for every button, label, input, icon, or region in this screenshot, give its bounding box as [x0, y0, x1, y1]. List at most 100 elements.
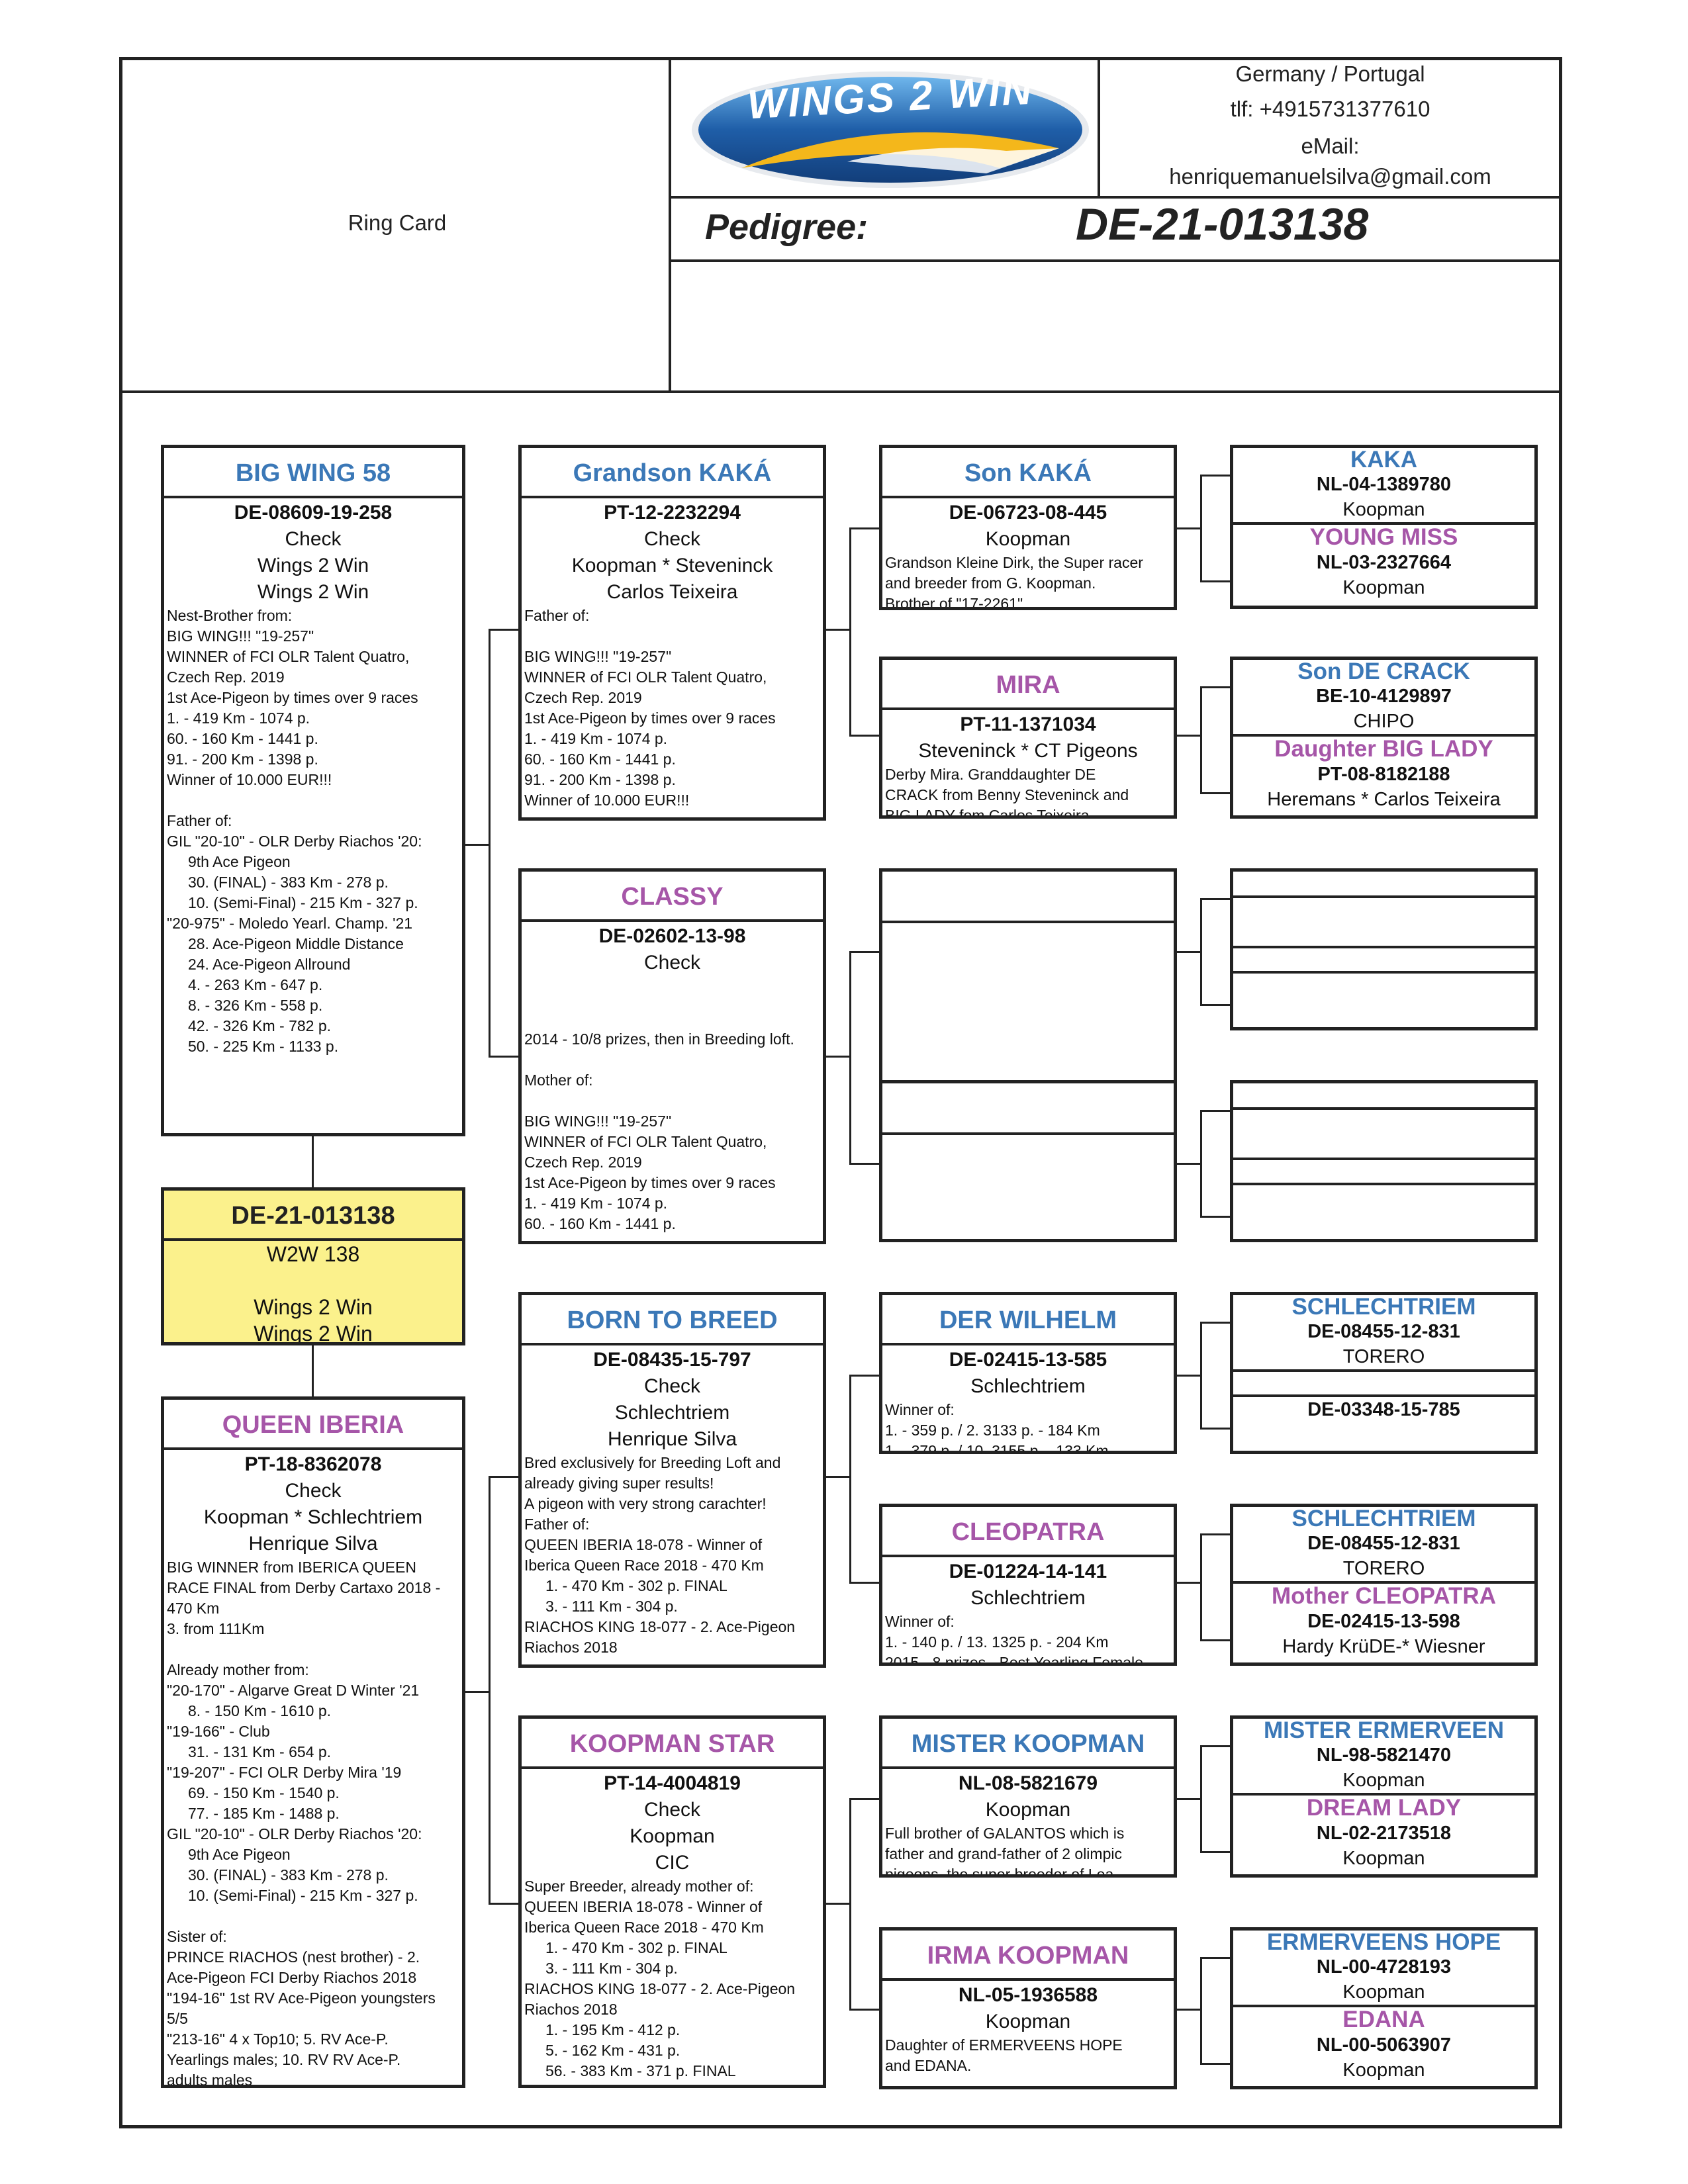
connector [1200, 1745, 1230, 1747]
pedigree-label: Pedigree: [705, 207, 868, 247]
dam-name: QUEEN IBERIA [164, 1400, 462, 1450]
gen5-ring: DE-03348-15-785 [1307, 1399, 1460, 1420]
connector [823, 1903, 849, 1905]
connector [849, 735, 879, 737]
dam-card[interactable]: QUEEN IBERIA PT-18-8362078 Check Koopman… [161, 1396, 465, 2088]
sire-sire-card[interactable]: Grandson KAKÁ PT-12-2232294 Check Koopma… [518, 445, 826, 821]
subject-ring: DE-21-013138 [164, 1191, 462, 1241]
gen5-owner: TORERO [1233, 1556, 1534, 1584]
sd-dam-card-empty[interactable] [879, 1080, 1177, 1242]
empty-row [1233, 898, 1534, 948]
header-divider-horizontal [670, 196, 1560, 199]
gen5-pair-8[interactable]: ERMERVEENS HOPE NL-00-4728193 Koopman ED… [1230, 1927, 1538, 2089]
ds-dam-name: CLEOPATRA [882, 1507, 1174, 1557]
dd-dam-ring: NL-05-1936588 [958, 1984, 1098, 2006]
sire-card[interactable]: BIG WING 58 DE-08609-19-258 Check Wings … [161, 445, 465, 1136]
ds-sire-card[interactable]: DER WILHELM DE-02415-13-585 Schlechtriem… [879, 1292, 1177, 1454]
dam-dam-card[interactable]: KOOPMAN STAR PT-14-4004819 Check Koopman… [518, 1715, 826, 2088]
sire-dam-card[interactable]: CLASSY DE-02602-13-98 Check 2014 - 10/8 … [518, 868, 826, 1244]
contact-email[interactable]: henriquemanuelsilva@gmail.com [1169, 164, 1491, 189]
gen5-pair-4-empty[interactable] [1230, 1080, 1538, 1242]
dam-sire-card[interactable]: BORN TO BREED DE-08435-15-797 Check Schl… [518, 1292, 826, 1668]
gen5-ring: NL-02-2173518 [1316, 1823, 1452, 1844]
ss-dam-card[interactable]: MIRA PT-11-1371034 Steveninck * CT Pigeo… [879, 657, 1177, 819]
sire-ring: DE-08609-19-258 [234, 502, 393, 523]
connector [1200, 1533, 1202, 1639]
subject-breeder: Wings 2 Win [254, 1295, 373, 1319]
sire-dam-name: CLASSY [522, 872, 823, 922]
gen5-name: YOUNG MISS [1309, 524, 1458, 550]
gen5-name: EDANA [1342, 2007, 1425, 2032]
gen5-name: KAKA [1350, 447, 1418, 473]
sire-sire-breeder: Koopman * Steveninck [571, 555, 773, 576]
connector [312, 1342, 314, 1396]
ss-sire-card[interactable]: Son KAKÁ DE-06723-08-445 Koopman Grandso… [879, 445, 1177, 610]
dam-dam-ring: PT-14-4004819 [604, 1772, 741, 1794]
sire-breeder: Wings 2 Win [257, 555, 369, 576]
ss-dam-ring: PT-11-1371034 [960, 713, 1096, 735]
dam-sire-name: BORN TO BREED [522, 1295, 823, 1345]
pedigree-ring-number: DE-21-013138 [1076, 199, 1369, 250]
gen5-pair-1[interactable]: KAKA NL-04-1389780 Koopman YOUNG MISS NL… [1230, 445, 1538, 609]
connector [1174, 735, 1200, 737]
connector [1200, 1004, 1230, 1006]
gen5-ring: NL-00-4728193 [1316, 1956, 1452, 1978]
gen5-pair-5[interactable]: SCHLECHTRIEM DE-08455-12-831 TORERO DE-0… [1230, 1292, 1538, 1454]
dd-sire-breeder: Koopman [985, 1799, 1071, 1821]
gen5-owner: Koopman [1342, 1848, 1425, 1869]
ss-sire-breeder: Koopman [985, 528, 1071, 550]
subject-card[interactable]: DE-21-013138 W2W 138 Wings 2 Win Wings 2… [161, 1187, 465, 1345]
gen5-pair-2[interactable]: Son DE CRACK BE-10-4129897 CHIPO Daughte… [1230, 657, 1538, 819]
sire-dam-ring: DE-02602-13-98 [598, 925, 746, 947]
dd-sire-name: MISTER KOOPMAN [882, 1719, 1174, 1769]
connector [1174, 951, 1200, 953]
sire-sire-owner: Carlos Teixeira [606, 581, 738, 603]
dam-sire-ring: DE-08435-15-797 [593, 1349, 751, 1371]
connector [489, 1056, 518, 1058]
dam-dam-breeder: Koopman [630, 1825, 715, 1847]
connector [1174, 1163, 1200, 1165]
connector [849, 1375, 879, 1377]
sire-sire-remarks: Father of: BIG WING!!! "19-257" WINNER o… [524, 607, 776, 809]
gen5-pair-6[interactable]: SCHLECHTRIEM DE-08455-12-831 TORERO Moth… [1230, 1504, 1538, 1666]
gen5-owner: Heremans * Carlos Teixeira [1267, 789, 1501, 810]
dam-sire-color: Check [643, 1375, 701, 1397]
gen5-owner: TORERO [1233, 1344, 1534, 1372]
dd-dam-remarks: Daughter of ERMERVEENS HOPE and EDANA. [885, 2036, 1123, 2074]
header-bottom-divider [120, 390, 1560, 393]
gen5-name [1233, 1372, 1534, 1397]
dd-sire-ring: NL-08-5821679 [958, 1772, 1098, 1794]
dam-dam-owner: CIC [655, 1852, 690, 1874]
ss-sire-ring: DE-06723-08-445 [949, 502, 1107, 523]
page-frame [119, 57, 1562, 2128]
ds-dam-remarks: Winner of: 1. - 140 p. / 13. 1325 p. - 2… [885, 1613, 1143, 1666]
dd-sire-card[interactable]: MISTER KOOPMAN NL-08-5821679 Koopman Ful… [879, 1715, 1177, 1878]
connector [1200, 898, 1202, 1004]
gen5-owner: CHIPO [1233, 709, 1534, 737]
connector [1200, 1851, 1230, 1853]
connector [1200, 1428, 1230, 1430]
ring-card-label: Ring Card [348, 210, 447, 235]
gen5-name: Son DE CRACK [1297, 659, 1470, 684]
connector [1200, 475, 1230, 477]
connector [849, 1582, 879, 1584]
connector [1200, 1322, 1230, 1324]
gen5-ring: BE-10-4129897 [1316, 686, 1452, 707]
connector [823, 1476, 849, 1478]
connector [1200, 1110, 1230, 1112]
dam-breeder: Koopman * Schlechtriem [203, 1506, 423, 1528]
dam-owner: Henrique Silva [248, 1533, 378, 1555]
gen5-pair-7[interactable]: MISTER ERMERVEEN NL-98-5821470 Koopman D… [1230, 1715, 1538, 1878]
ds-dam-card[interactable]: CLEOPATRA DE-01224-14-141 Schlechtriem W… [879, 1504, 1177, 1666]
gen5-pair-3-empty[interactable] [1230, 868, 1538, 1030]
ss-sire-remarks: Grandson Kleine Dirk, the Super racer an… [885, 554, 1143, 610]
connector [849, 1163, 879, 1165]
ds-sire-name: DER WILHELM [882, 1295, 1174, 1345]
dd-dam-card[interactable]: IRMA KOOPMAN NL-05-1936588 Koopman Daugh… [879, 1927, 1177, 2089]
sire-sire-color: Check [643, 528, 701, 550]
connector [849, 1375, 851, 1582]
sire-remarks: Nest-Brother from: BIG WING!!! "19-257" … [167, 607, 422, 1055]
empty-row [1233, 1083, 1534, 1110]
ss-dam-name: MIRA [882, 660, 1174, 710]
sd-sire-name-row [882, 872, 1174, 923]
